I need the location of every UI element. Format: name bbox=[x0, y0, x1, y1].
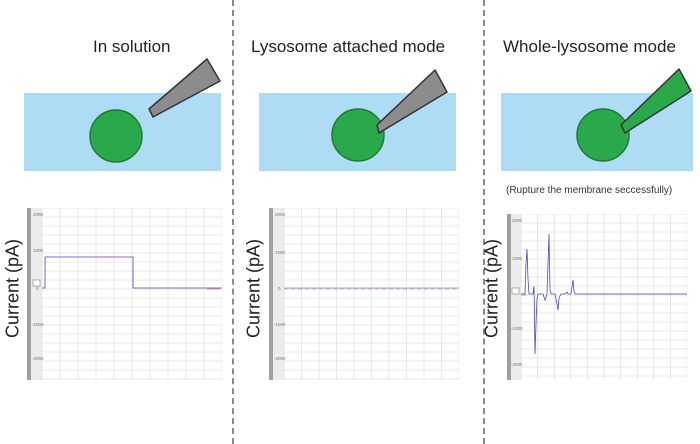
pipette bbox=[376, 69, 448, 134]
pipette bbox=[620, 68, 692, 134]
tick-label: 1000 bbox=[33, 248, 44, 253]
tick-label: -1000 bbox=[32, 322, 44, 327]
tick-label: 1000 bbox=[275, 250, 286, 255]
grid bbox=[41, 208, 222, 380]
tick-label: -1000 bbox=[274, 322, 286, 327]
scene-in-solution bbox=[24, 58, 221, 171]
scene-attached bbox=[259, 69, 456, 171]
ylabel-attached: Current (pA) bbox=[243, 238, 264, 339]
trace-whole-lysosome: 2000 1000 0 -1000 -2000 bbox=[507, 214, 687, 380]
axis-control bbox=[32, 279, 41, 287]
trace-in-solution: 2000 1000 0 -1000 -2000 bbox=[27, 208, 222, 380]
lysosome bbox=[331, 108, 385, 162]
ylabel-whole-lysosome: Current (pA) bbox=[481, 238, 502, 339]
current-trace bbox=[521, 233, 687, 355]
trace-attached: 2000 1000 0 -1000 -2000 bbox=[269, 208, 459, 380]
lysosome bbox=[576, 108, 630, 162]
panel-title-attached: Lysosome attached mode bbox=[251, 37, 446, 56]
tick-label: -2000 bbox=[511, 362, 523, 367]
pipette bbox=[148, 58, 221, 118]
panel-divider-1 bbox=[232, 0, 234, 444]
tick-label: 2000 bbox=[33, 212, 44, 217]
tick-label: 2000 bbox=[512, 218, 523, 223]
tick-label: 0 bbox=[36, 286, 39, 291]
tick-label: 1000 bbox=[512, 256, 523, 261]
panel-title-in-solution: In solution bbox=[93, 37, 171, 56]
grid bbox=[283, 208, 459, 380]
axis-control bbox=[511, 287, 520, 295]
lysosome bbox=[89, 109, 143, 163]
ylabel-in-solution: Current (pA) bbox=[2, 238, 23, 339]
tick-label: -1000 bbox=[511, 326, 523, 331]
rupture-note: (Rupture the membrane seccessfully) bbox=[506, 185, 673, 196]
scene-whole-lysosome bbox=[501, 68, 693, 171]
panel-title-whole-lysosome: Whole-lysosome mode bbox=[503, 37, 676, 56]
panel-divider-2 bbox=[483, 0, 485, 444]
tick-label: 0 bbox=[278, 286, 281, 291]
tick-label: -2000 bbox=[274, 356, 286, 361]
tick-label: 2000 bbox=[275, 212, 286, 217]
grid bbox=[520, 214, 687, 380]
tick-label: -2000 bbox=[32, 356, 44, 361]
